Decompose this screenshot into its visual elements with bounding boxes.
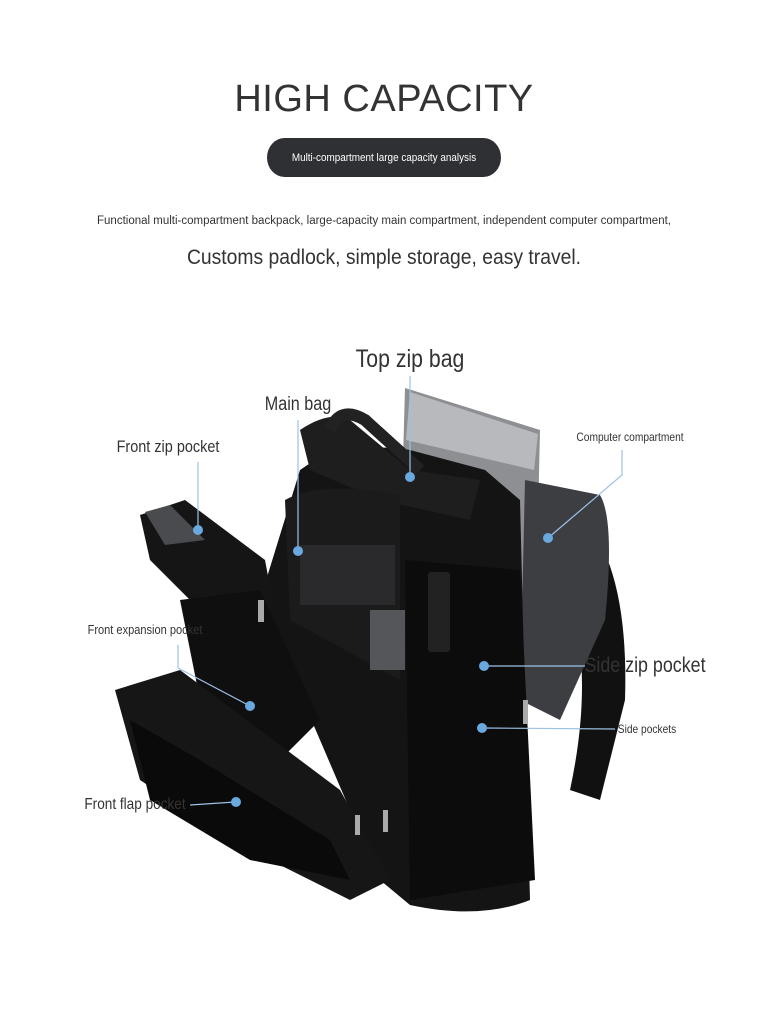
tagline-text: Customs padlock, simple storage, easy tr… bbox=[186, 246, 582, 269]
callout-front-flap-pocket: Front flap pocket bbox=[84, 796, 186, 813]
callout-dots bbox=[193, 472, 553, 807]
callout-front-expansion-pocket: Front expansion pocket bbox=[87, 622, 203, 637]
page-title: HIGH CAPACITY bbox=[234, 78, 534, 120]
callout-main-bag: Main bag bbox=[264, 394, 332, 415]
callout-computer-compartment: Computer compartment bbox=[576, 430, 684, 444]
callout-top-zip-bag: Top zip bag bbox=[355, 345, 465, 373]
callout-side-pockets: Side pockets bbox=[617, 722, 677, 736]
callout-side-zip-pocket: Side zip pocket bbox=[584, 654, 706, 677]
callout-front-zip-pocket: Front zip pocket bbox=[116, 437, 220, 456]
section-badge: Multi-compartment large capacity analysi… bbox=[267, 138, 501, 177]
description-text: Functional multi-compartment backpack, l… bbox=[97, 215, 671, 227]
